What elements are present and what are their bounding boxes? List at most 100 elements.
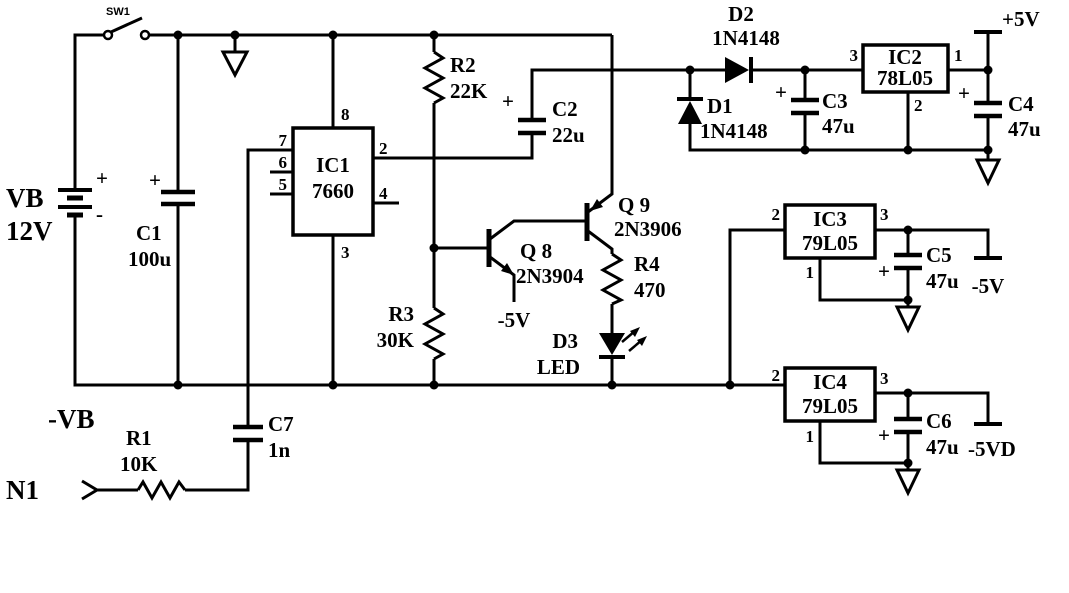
switch-sw1-symbol (102, 16, 151, 41)
battery-value-label: 12V (6, 216, 53, 246)
diode-d2-symbol (725, 57, 753, 83)
d2-triangle (725, 57, 749, 83)
ic3-pin2-label: 2 (772, 205, 781, 224)
c1-plates (161, 189, 195, 207)
ic2-pin3-label: 3 (850, 46, 859, 65)
diode-d1-symbol (677, 97, 703, 124)
c4-ref-label: C4 (1008, 92, 1034, 116)
q9-emitter-arrow (590, 199, 603, 211)
ic3-ref-label: IC3 (813, 207, 847, 231)
labels: SW1 VB 12V + - + C1 100u IC1 7660 8 7 6 … (6, 2, 1041, 505)
d3-ref-label: D3 (552, 329, 578, 353)
terminals (81, 30, 1002, 501)
q9-emitter (587, 35, 614, 214)
ground-icon-top (220, 50, 250, 79)
ic2-box (861, 43, 950, 94)
c3-plus-label: + (775, 80, 787, 104)
ic2-pin2-label: 2 (914, 96, 923, 115)
r4-ref-label: R4 (634, 252, 660, 276)
q8-emitter (489, 255, 516, 302)
battery-plus-label: + (96, 166, 108, 190)
q8-value-label: 2N3904 (516, 264, 584, 288)
d3-emission-arrow1-head (630, 327, 640, 337)
c6-value-label: 47u (926, 435, 959, 459)
c5-ref-label: C5 (926, 243, 952, 267)
c4-plus-label: + (958, 81, 970, 105)
ic2-value-label: 78L05 (877, 66, 933, 90)
wire-ic3-pin1-to-gnd (818, 258, 910, 307)
battery-symbol (58, 188, 92, 218)
d3-triangle (599, 333, 625, 355)
d3-value-label: LED (537, 355, 580, 379)
ic4-value-label: 79L05 (802, 394, 858, 418)
ic1-pin8-label: 8 (341, 105, 350, 124)
wire-c2-to-diode-junction (530, 68, 690, 120)
d1-ref-label: D1 (707, 94, 733, 118)
wire-ic1-pin2-to-c2 (373, 133, 534, 160)
ic1-pin4-label: 4 (379, 184, 388, 203)
d2-ref-label: D2 (728, 2, 754, 26)
minus5-net-label: -5V (972, 274, 1005, 298)
q8-emitter-arrow (501, 263, 514, 275)
r2-ref-label: R2 (450, 53, 476, 77)
q9-collector (587, 229, 614, 254)
wire-ic4-pin3 (875, 391, 990, 424)
transistor-q9-symbol (584, 35, 614, 254)
ground-icon-c5 (894, 305, 922, 334)
ic2-pin1-label: 1 (954, 46, 963, 65)
ic1-ref-label: IC1 (316, 153, 350, 177)
c5-plates (894, 252, 922, 271)
n1-input-label: N1 (6, 475, 39, 505)
c3-value-label: 47u (822, 114, 855, 138)
sw1-terminal-right (139, 29, 151, 41)
r2-zigzag (421, 50, 447, 105)
r4-zigzag (599, 252, 625, 306)
ic4-pin2-label: 2 (772, 366, 781, 385)
c3-plates (791, 97, 819, 116)
ic3-box (783, 203, 877, 260)
ic1-pin6-label: 6 (279, 153, 288, 172)
c3-ref-label: C3 (822, 89, 848, 113)
c6-ref-label: C6 (926, 409, 952, 433)
r3-zigzag (421, 306, 447, 361)
c6-plus-label: + (878, 423, 890, 447)
ic3-pin1-label: 1 (806, 263, 815, 282)
wire-d1-to-gnd-line (688, 124, 988, 152)
junction-dots (173, 30, 993, 468)
r2-value-label: 22K (450, 79, 488, 103)
battery-short-plates (67, 195, 83, 218)
c6-plates (894, 416, 922, 435)
led-d3-symbol (599, 304, 647, 385)
ic1-value-label: 7660 (312, 179, 354, 203)
sw1-lever (110, 16, 143, 34)
n1-input-arrow (81, 479, 100, 501)
c2-ref-label: C2 (552, 97, 578, 121)
c4-plates (974, 100, 1002, 119)
r1-zigzag (136, 478, 187, 502)
ic4-box (783, 366, 877, 423)
r1-ref-label: R1 (126, 426, 152, 450)
ic1-pin7-label: 7 (279, 131, 288, 150)
q9-ref-label: Q 9 (618, 193, 650, 217)
wire-bottom-rail (73, 215, 785, 387)
neg-rail-label: -VB (48, 404, 95, 434)
ic4-ref-label: IC4 (813, 370, 847, 394)
c5-value-label: 47u (926, 269, 959, 293)
ground-icon-c6 (894, 468, 922, 497)
ic2-ref-label: IC2 (888, 45, 922, 69)
r4-value-label: 470 (634, 278, 666, 302)
r3-value-label: 30K (377, 328, 415, 352)
c1-plus-label: + (149, 168, 161, 192)
c4-value-label: 47u (1008, 117, 1041, 141)
resistor-symbols (136, 50, 625, 502)
c1-value-label: 100u (128, 247, 172, 271)
q8-collector (489, 219, 585, 241)
d2-value-label: 1N4148 (712, 26, 780, 50)
c1-ref-label: C1 (136, 221, 162, 245)
sw1-label: SW1 (106, 6, 130, 18)
ic4-pin1-label: 1 (806, 427, 815, 446)
wire-ic3-pin2 (728, 228, 785, 385)
battery-minus-label: - (96, 202, 103, 226)
